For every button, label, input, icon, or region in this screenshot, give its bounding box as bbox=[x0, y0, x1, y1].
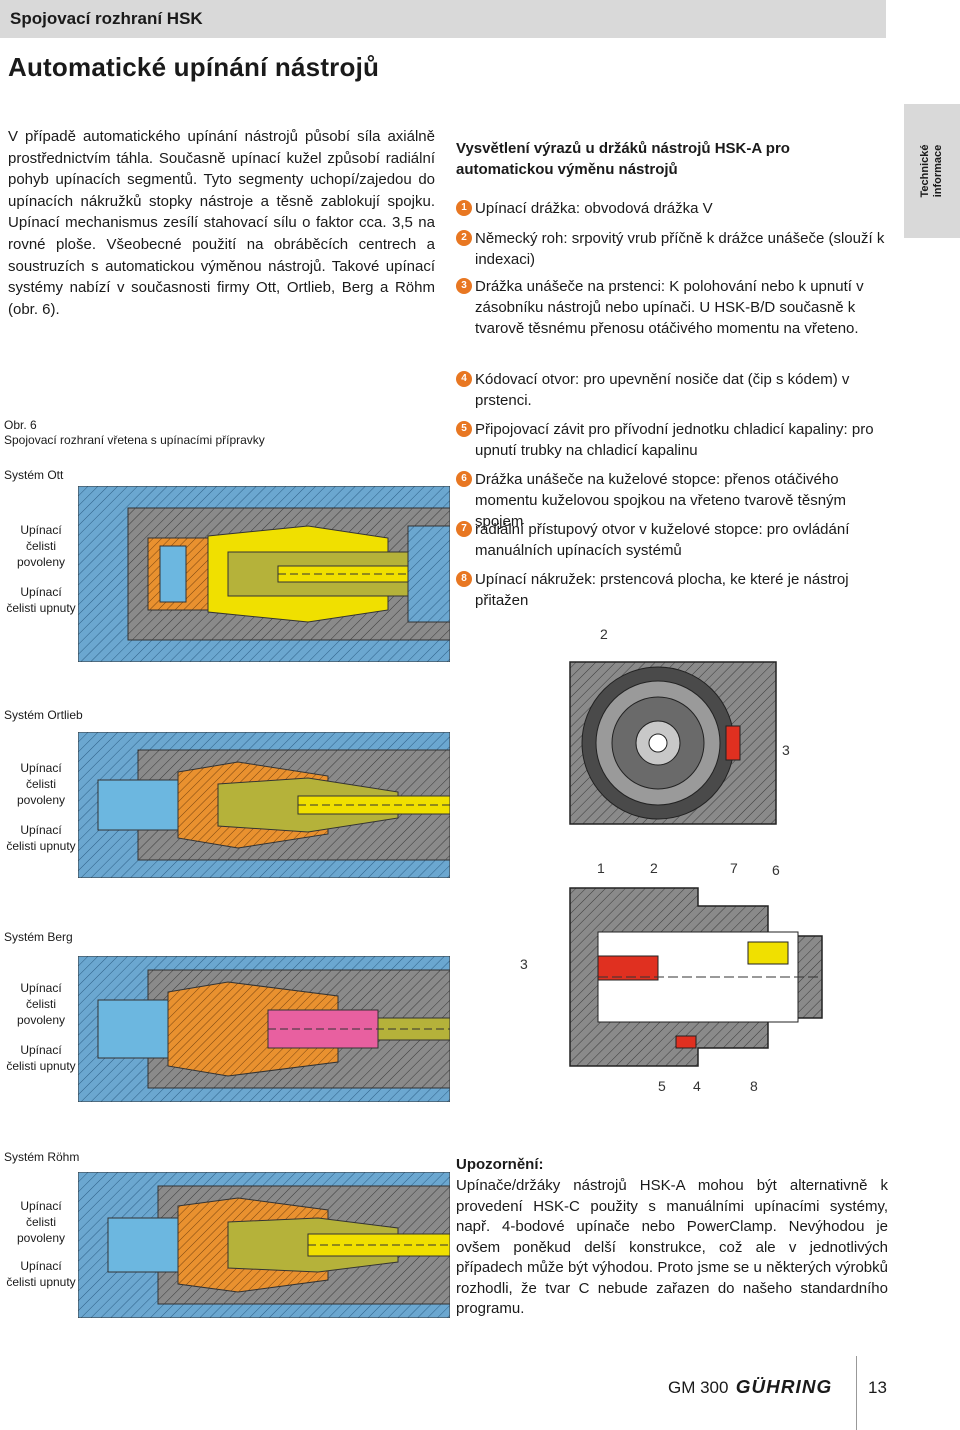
figure-caption-text: Spojovací rozhraní vřetena s upínacími p… bbox=[4, 433, 265, 447]
hsk-side-section bbox=[569, 887, 823, 1067]
figure-caption: Obr. 6 Spojovací rozhraní vřetena s upín… bbox=[4, 418, 265, 448]
callout-side-1: 1 bbox=[597, 860, 605, 876]
system-title-ortlieb: Systém Ortlieb bbox=[4, 708, 83, 722]
callout-side-6: 6 bbox=[772, 862, 780, 878]
note-body: Upínače/držáky nástrojů HSK-A mohou být … bbox=[456, 1177, 888, 1317]
callout-front-2: 2 bbox=[600, 626, 608, 642]
footer-divider bbox=[856, 1356, 857, 1430]
label-released: Upínací čelisti povoleny bbox=[16, 1199, 66, 1245]
side-tab bbox=[904, 104, 960, 238]
page-number: 13 bbox=[868, 1378, 887, 1397]
label-clamped: Upínací čelisti upnuty bbox=[6, 823, 76, 853]
callout-side-5: 5 bbox=[658, 1078, 666, 1094]
header-bar bbox=[0, 0, 886, 38]
label-clamped: Upínací čelisti upnuty bbox=[6, 1043, 76, 1073]
label-released: Upínací čelisti povoleny bbox=[16, 523, 66, 569]
callout-side-7: 7 bbox=[730, 860, 738, 876]
label-clamped: Upínací čelisti upnuty bbox=[6, 585, 76, 615]
system-title-rohm: Systém Röhm bbox=[4, 1150, 80, 1164]
system-title-berg: Systém Berg bbox=[4, 930, 73, 944]
label-released: Upínací čelisti povoleny bbox=[16, 981, 66, 1027]
callout-side-3: 3 bbox=[520, 956, 528, 972]
header-title: Spojovací rozhraní HSK bbox=[10, 9, 203, 28]
note-heading: Upozornění: bbox=[456, 1156, 544, 1173]
callout-front-3: 3 bbox=[782, 742, 790, 758]
hsk-front-view bbox=[569, 661, 777, 825]
side-tab-label: Technické informace bbox=[919, 144, 944, 198]
diagram-berg bbox=[78, 956, 450, 1102]
callout-side-4: 4 bbox=[693, 1078, 701, 1094]
legend-heading: Vysvětlení výrazů u držáků nástrojů HSK-… bbox=[456, 140, 790, 178]
catalog-code: GM 300 bbox=[668, 1378, 729, 1397]
figure-label: Obr. 6 bbox=[4, 418, 37, 432]
label-released: Upínací čelisti povoleny bbox=[16, 761, 66, 807]
diagram-ott bbox=[78, 486, 450, 662]
diagram-ortlieb bbox=[78, 732, 450, 878]
page-title: Automatické upínání nástrojů bbox=[8, 52, 380, 82]
label-clamped: Upínací čelisti upnuty bbox=[6, 1259, 76, 1289]
callout-side-2: 2 bbox=[650, 860, 658, 876]
intro-paragraph: V případě automatického upínání nástrojů… bbox=[8, 128, 435, 318]
diagram-rohm bbox=[78, 1172, 450, 1318]
callout-side-8: 8 bbox=[750, 1078, 758, 1094]
system-title-ott: Systém Ott bbox=[4, 468, 64, 482]
brand-logo: GÜHRING bbox=[735, 1377, 833, 1397]
